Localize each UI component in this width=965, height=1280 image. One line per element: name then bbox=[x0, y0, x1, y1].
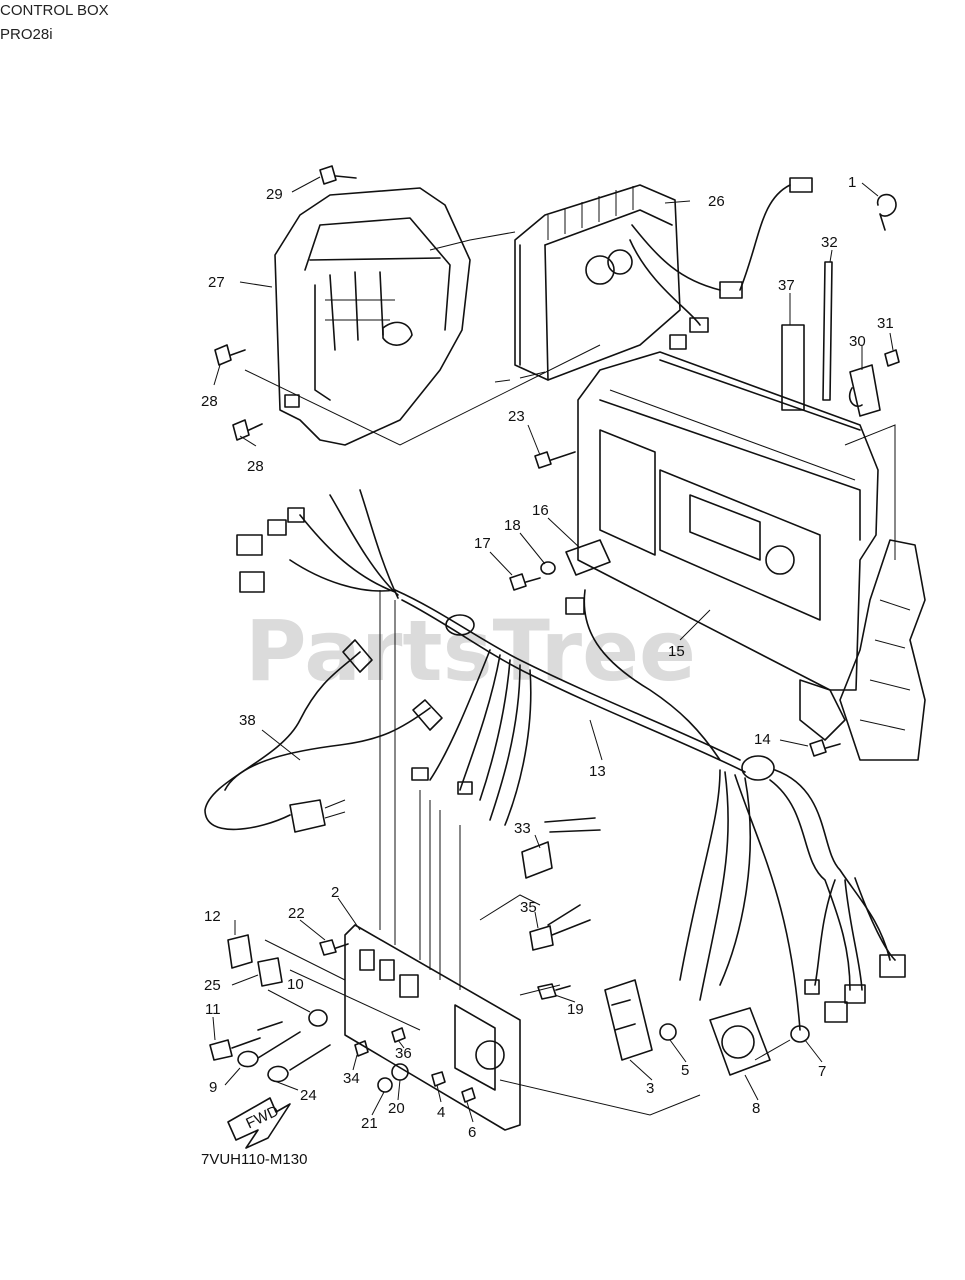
callout-27[interactable]: 27 bbox=[208, 274, 225, 291]
callout-2[interactable]: 2 bbox=[331, 884, 339, 901]
part-17-screw[interactable] bbox=[509, 573, 541, 591]
part-22-screw[interactable] bbox=[319, 939, 349, 956]
part-2-front-panel[interactable] bbox=[344, 924, 521, 1131]
part-13-wire-harness[interactable] bbox=[236, 489, 906, 1031]
part-23-screw[interactable] bbox=[534, 451, 576, 469]
part-27-bracket[interactable] bbox=[274, 187, 471, 446]
part-6-screw[interactable] bbox=[461, 1087, 476, 1103]
callout-24[interactable]: 24 bbox=[300, 1087, 317, 1104]
callout-3[interactable]: 3 bbox=[646, 1080, 654, 1097]
fwd-arrow: FWD bbox=[227, 1097, 291, 1149]
callout-28-lower[interactable]: 28 bbox=[247, 458, 264, 475]
model-label: PRO28i bbox=[0, 26, 53, 43]
assembly-lines bbox=[244, 231, 896, 1116]
callout-23[interactable]: 23 bbox=[508, 408, 525, 425]
engine-edge bbox=[799, 539, 926, 761]
callout-9[interactable]: 9 bbox=[209, 1079, 217, 1096]
part-9-breaker[interactable] bbox=[237, 1031, 301, 1068]
part-19-screw[interactable] bbox=[537, 983, 571, 1000]
callout-14[interactable]: 14 bbox=[754, 731, 771, 748]
part-16-cap[interactable] bbox=[565, 539, 611, 576]
callout-18[interactable]: 18 bbox=[504, 517, 521, 534]
callout-34[interactable]: 34 bbox=[343, 1070, 360, 1087]
callout-19[interactable]: 19 bbox=[567, 1001, 584, 1018]
part-31-screw[interactable] bbox=[884, 349, 900, 367]
part-20-nut[interactable] bbox=[391, 1063, 409, 1081]
part-29-screw[interactable] bbox=[319, 165, 357, 185]
callout-21[interactable]: 21 bbox=[361, 1115, 378, 1132]
callout-35[interactable]: 35 bbox=[520, 899, 537, 916]
callout-5[interactable]: 5 bbox=[681, 1062, 689, 1079]
fwd-label: FWD bbox=[243, 1102, 281, 1132]
part-8-receptacle[interactable] bbox=[709, 1007, 771, 1076]
part-34-screw[interactable] bbox=[354, 1040, 369, 1057]
callout-17[interactable]: 17 bbox=[474, 535, 491, 552]
part-1-clip[interactable] bbox=[876, 193, 897, 231]
callout-10[interactable]: 10 bbox=[287, 976, 304, 993]
callouts: 1 2 3 4 5 6 7 8 9 10 11 12 13 14 15 16 1… bbox=[201, 174, 894, 1141]
callout-30[interactable]: 30 bbox=[849, 333, 866, 350]
callout-1[interactable]: 1 bbox=[848, 174, 856, 191]
callout-38[interactable]: 38 bbox=[239, 712, 256, 729]
callout-4[interactable]: 4 bbox=[437, 1104, 445, 1121]
part-38-power-cord[interactable] bbox=[204, 639, 443, 833]
part-3-receptacle[interactable] bbox=[604, 979, 653, 1061]
callout-16[interactable]: 16 bbox=[532, 502, 549, 519]
callout-8[interactable]: 8 bbox=[752, 1100, 760, 1117]
part-28-screw-lower[interactable] bbox=[232, 419, 263, 441]
callout-22[interactable]: 22 bbox=[288, 905, 305, 922]
part-18-washer[interactable] bbox=[540, 561, 556, 575]
part-15-panel-frame[interactable] bbox=[577, 351, 879, 691]
callout-7[interactable]: 7 bbox=[818, 1063, 826, 1080]
callout-25[interactable]: 25 bbox=[204, 977, 221, 994]
callout-28-upper[interactable]: 28 bbox=[201, 393, 218, 410]
callout-37[interactable]: 37 bbox=[778, 277, 795, 294]
part-21-nut[interactable] bbox=[377, 1077, 393, 1093]
part-26-inverter[interactable] bbox=[514, 177, 813, 381]
callout-31[interactable]: 31 bbox=[877, 315, 894, 332]
small-parts bbox=[209, 165, 900, 1103]
callout-6[interactable]: 6 bbox=[468, 1124, 476, 1141]
part-12-switch[interactable] bbox=[227, 934, 253, 969]
part-25-switch[interactable] bbox=[257, 957, 283, 987]
part-35-connector[interactable] bbox=[529, 904, 591, 951]
callout-33[interactable]: 33 bbox=[514, 820, 531, 837]
part-7-nut[interactable] bbox=[790, 1025, 810, 1043]
callout-29[interactable]: 29 bbox=[266, 186, 283, 203]
part-30-clamp[interactable] bbox=[848, 364, 881, 417]
part-11-breaker[interactable] bbox=[209, 1021, 283, 1061]
callout-36[interactable]: 36 bbox=[395, 1045, 412, 1062]
callout-32[interactable]: 32 bbox=[821, 234, 838, 251]
watermark: PartsTree bbox=[245, 602, 696, 700]
part-5-nut[interactable] bbox=[659, 1023, 677, 1041]
callout-26[interactable]: 26 bbox=[708, 193, 725, 210]
part-24-breaker[interactable] bbox=[267, 1044, 331, 1083]
part-33-connector[interactable] bbox=[521, 817, 601, 879]
part-36-screw[interactable] bbox=[391, 1027, 406, 1043]
part-4-screw[interactable] bbox=[431, 1071, 446, 1087]
callout-13[interactable]: 13 bbox=[589, 763, 606, 780]
part-37-label[interactable] bbox=[781, 324, 805, 411]
callout-20[interactable]: 20 bbox=[388, 1100, 405, 1117]
diagram-title: CONTROL BOX bbox=[0, 2, 109, 19]
callout-15[interactable]: 15 bbox=[668, 643, 685, 660]
part-10-nut[interactable] bbox=[308, 1009, 328, 1027]
part-28-screw-upper[interactable] bbox=[214, 344, 246, 366]
part-32-tie[interactable] bbox=[822, 261, 833, 401]
part-14-screw[interactable] bbox=[809, 739, 841, 757]
leader-lines bbox=[212, 176, 894, 1123]
drawing-code: 7VUH110-M130 bbox=[201, 1151, 307, 1168]
callout-11[interactable]: 11 bbox=[205, 1001, 221, 1018]
callout-12[interactable]: 12 bbox=[204, 908, 221, 925]
